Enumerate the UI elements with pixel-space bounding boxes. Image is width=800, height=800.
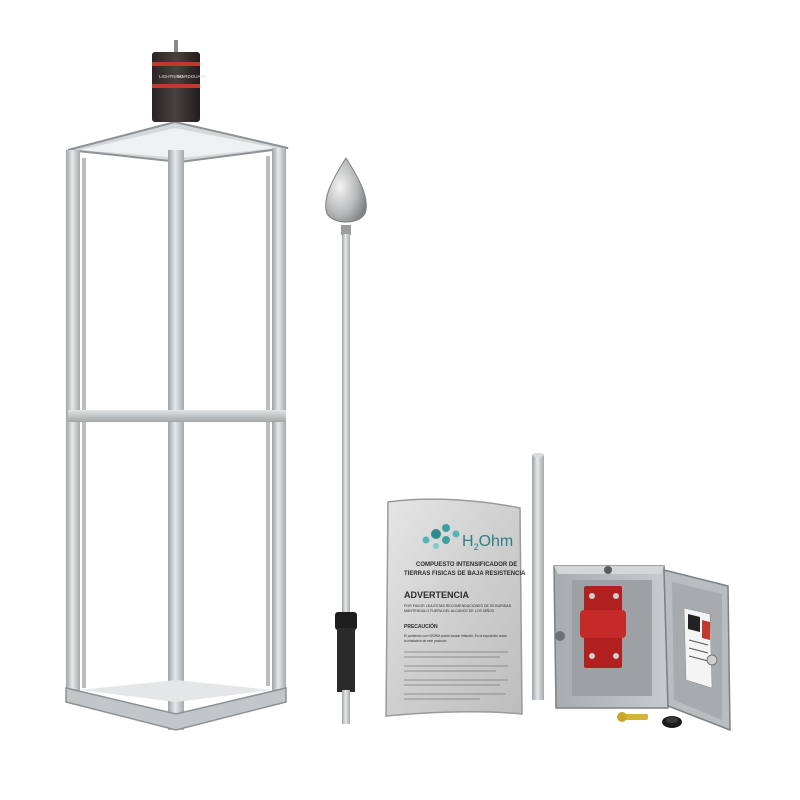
bag-caution-text-2: la inhalación de este producto bbox=[404, 639, 447, 643]
bag-warning-title: ADVERTENCIA bbox=[404, 590, 470, 600]
disconnect-switch-enclosure bbox=[553, 565, 731, 732]
rubber-cap bbox=[662, 716, 682, 728]
bag-caution-text-1: El contenido con H2OHM puede causar irri… bbox=[404, 634, 507, 638]
h2ohm-logo-icon bbox=[422, 524, 460, 549]
bag-logo-sub: 2 bbox=[474, 542, 479, 552]
lightning-arrester-device: LIGHTNING HARDGUARD bbox=[152, 40, 208, 122]
ground-rod bbox=[532, 453, 544, 700]
bag-heading-line1: COMPUESTO INTENSIFICADOR DE bbox=[416, 562, 517, 568]
aluminum-tower bbox=[65, 120, 289, 731]
h2ohm-compound-bag: H2Ohm COMPUESTO INTENSIFICADOR DE TIERRA… bbox=[385, 498, 526, 717]
bag-logo-h: H bbox=[462, 533, 474, 550]
bag-warning-text-2: MANTENGALO FUERA DEL ALCANCE DE LOS NIÑO… bbox=[404, 608, 495, 613]
bag-logo-rest: Ohm bbox=[479, 533, 514, 550]
brass-key bbox=[617, 712, 648, 722]
bag-warning-text-1: POR FAVOR LEA ESTAS RECOMENDACIONES DE S… bbox=[404, 604, 512, 608]
red-breaker bbox=[580, 586, 626, 668]
franklin-rod bbox=[325, 157, 367, 724]
bag-caution-title: PRECAUCIÓN bbox=[404, 622, 438, 630]
bag-fine-print bbox=[404, 651, 508, 700]
svg-text:H2Ohm: H2Ohm bbox=[462, 533, 513, 552]
device-model-label: HARDGUARD bbox=[178, 74, 208, 79]
device-brand-label: LIGHTNING bbox=[159, 74, 184, 79]
bag-heading-line2: TIERRAS FISICAS DE BAJA RESISTENCIA bbox=[404, 571, 526, 577]
